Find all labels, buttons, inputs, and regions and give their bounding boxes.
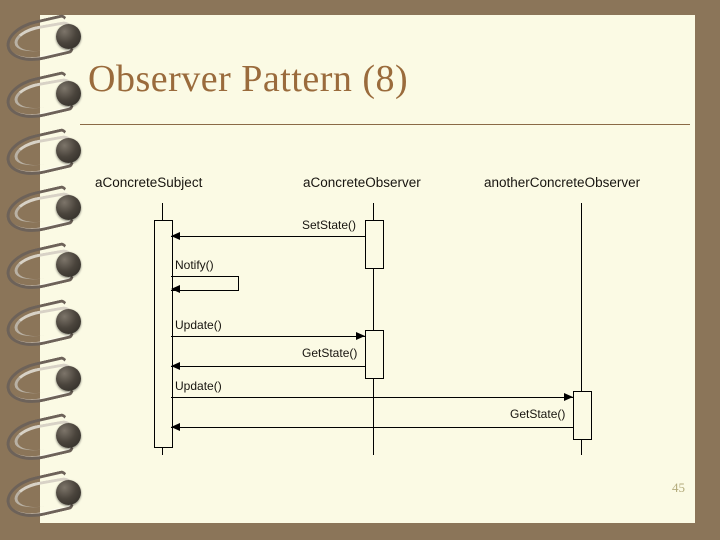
message-label-notify: Notify() bbox=[175, 258, 214, 272]
binding-ring-icon bbox=[2, 468, 90, 524]
activation-observer2 bbox=[573, 391, 592, 440]
page-number: 45 bbox=[672, 480, 685, 495]
message-arrowhead-notify bbox=[171, 285, 180, 293]
message-label-getstate-1: GetState() bbox=[302, 346, 358, 360]
message-arrowhead-update-2 bbox=[564, 393, 573, 401]
binding-ring-icon bbox=[2, 183, 90, 239]
binding-ring-icon bbox=[2, 354, 90, 410]
binding-ring-icon bbox=[2, 297, 90, 353]
message-arrowhead-getstate-2 bbox=[171, 423, 180, 431]
message-line-update-2 bbox=[171, 397, 573, 398]
binding-ring-icon bbox=[2, 12, 90, 68]
lifeline-header-subject: aConcreteSubject bbox=[95, 175, 203, 190]
message-label-getstate-2: GetState() bbox=[510, 407, 566, 421]
lifeline-observer2 bbox=[581, 203, 582, 455]
binding-ring-icon bbox=[2, 240, 90, 296]
spiral-binding bbox=[0, 0, 96, 540]
slide-title: Observer Pattern (8) bbox=[88, 58, 409, 100]
binding-ring-icon bbox=[2, 411, 90, 467]
activation-observer1-2 bbox=[365, 330, 384, 379]
message-label-update-2: Update() bbox=[175, 379, 222, 393]
message-label-setstate: SetState() bbox=[302, 218, 357, 232]
message-line-getstate-1 bbox=[171, 366, 365, 367]
activation-subject bbox=[154, 220, 173, 448]
activation-observer1-1 bbox=[365, 220, 384, 269]
message-arrowhead-setstate bbox=[171, 232, 180, 240]
binding-ring-icon bbox=[2, 69, 90, 125]
message-arrowhead-update-1 bbox=[356, 332, 365, 340]
message-label-update-1: Update() bbox=[175, 318, 222, 332]
title-divider bbox=[80, 124, 690, 125]
lifeline-observer1 bbox=[373, 203, 374, 455]
lifeline-header-observer2: anotherConcreteObserver bbox=[484, 175, 641, 190]
message-arrowhead-getstate-1 bbox=[171, 362, 180, 370]
message-line-getstate-2 bbox=[171, 427, 573, 428]
binding-ring-icon bbox=[2, 126, 90, 182]
lifeline-header-observer1: aConcreteObserver bbox=[303, 175, 421, 190]
message-line-update-1 bbox=[171, 336, 365, 337]
message-line-notify bbox=[171, 276, 239, 291]
message-line-setstate bbox=[171, 236, 365, 237]
